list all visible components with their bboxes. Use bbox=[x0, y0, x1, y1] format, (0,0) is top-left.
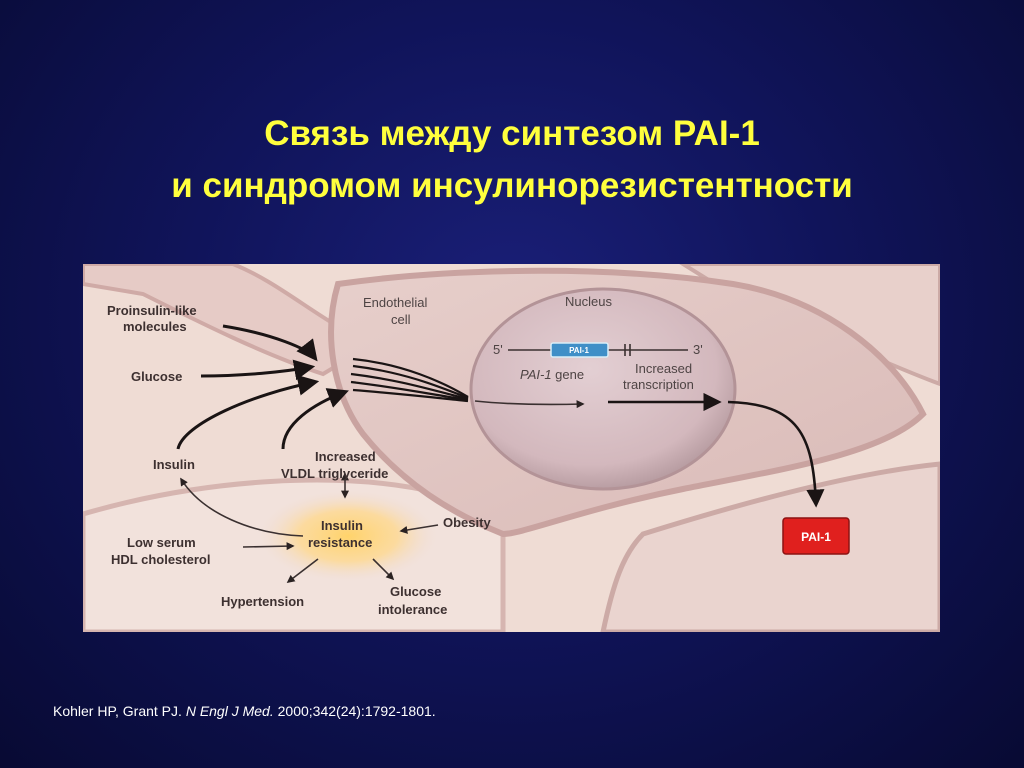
label-resistance-2: resistance bbox=[308, 535, 372, 550]
label-pai1-gene-word: gene bbox=[552, 367, 585, 382]
slide-title: Связь между синтезом PAI-1 и синдромом и… bbox=[0, 108, 1024, 212]
signal-fan bbox=[350, 357, 469, 403]
citation-reference: 2000;342(24):1792-1801. bbox=[273, 703, 436, 719]
label-pai1-gene-italic: PAI-1 bbox=[520, 367, 552, 382]
arrow-proinsulin bbox=[222, 324, 318, 362]
label-hdl-1: Low serum bbox=[127, 535, 196, 550]
label-insulin: Insulin bbox=[153, 457, 195, 472]
arrow-into-nucleus bbox=[474, 400, 585, 409]
label-vldl-1: Increased bbox=[315, 449, 376, 464]
label-proinsulin-1: Proinsulin-like bbox=[107, 303, 197, 318]
pai1-insulin-resistance-diagram: PAI-1 PAI-1 Proinsulin-like molecules Gl… bbox=[83, 264, 940, 632]
neighbor-cell-bottom-right bbox=[600, 461, 940, 632]
label-glucose: Glucose bbox=[131, 369, 182, 384]
label-nucleus: Nucleus bbox=[565, 294, 612, 309]
citation: Kohler HP, Grant PJ. N Engl J Med. 2000;… bbox=[53, 703, 436, 719]
label-endothelial-2: cell bbox=[391, 312, 411, 327]
arrow-glucose-intolerance bbox=[372, 558, 395, 581]
label-resistance-1: Insulin bbox=[321, 518, 363, 533]
label-endothelial-1: Endothelial bbox=[363, 295, 427, 310]
pai1-protein-box bbox=[782, 517, 850, 555]
label-glucose-intol-1: Glucose bbox=[390, 584, 441, 599]
label-3-prime: 3' bbox=[693, 342, 703, 357]
nucleus bbox=[469, 287, 737, 491]
pai1-gene-box bbox=[550, 342, 609, 358]
arrow-to-pai1 bbox=[727, 400, 825, 508]
pai1-box-label: PAI-1 bbox=[801, 530, 831, 544]
label-5-prime: 5' bbox=[493, 342, 503, 357]
arrow-resistance-to-insulin bbox=[180, 477, 304, 537]
label-hdl-2: HDL cholesterol bbox=[111, 552, 210, 567]
citation-authors: Kohler HP, Grant PJ. bbox=[53, 703, 186, 719]
label-vldl-2: VLDL triglyceride bbox=[281, 466, 388, 481]
citation-journal: N Engl J Med. bbox=[185, 703, 274, 719]
label-transcription-1: Increased bbox=[635, 361, 692, 376]
arrow-insulin bbox=[176, 374, 320, 450]
label-hypertension: Hypertension bbox=[221, 594, 304, 609]
label-pai1-gene: PAI-1 gene bbox=[520, 367, 584, 382]
label-glucose-intol-2: intolerance bbox=[378, 602, 447, 617]
arrow-obesity bbox=[399, 524, 439, 534]
diagram-svg: PAI-1 PAI-1 Proinsulin-like molecules Gl… bbox=[83, 264, 940, 632]
arrow-glucose bbox=[200, 359, 316, 381]
insulin-resistance-glow bbox=[258, 490, 438, 582]
arrow-hdl bbox=[242, 542, 295, 551]
arrow-vldl bbox=[281, 388, 349, 450]
label-transcription-2: transcription bbox=[623, 377, 694, 392]
label-obesity: Obesity bbox=[443, 515, 491, 530]
arrow-hypertension bbox=[286, 558, 319, 583]
gene-box-label: PAI-1 bbox=[569, 346, 589, 355]
label-proinsulin-2: molecules bbox=[123, 319, 187, 334]
title-line-2: и синдромом инсулинорезистентности bbox=[171, 166, 853, 205]
title-line-1: Связь между синтезом PAI-1 bbox=[264, 114, 760, 153]
